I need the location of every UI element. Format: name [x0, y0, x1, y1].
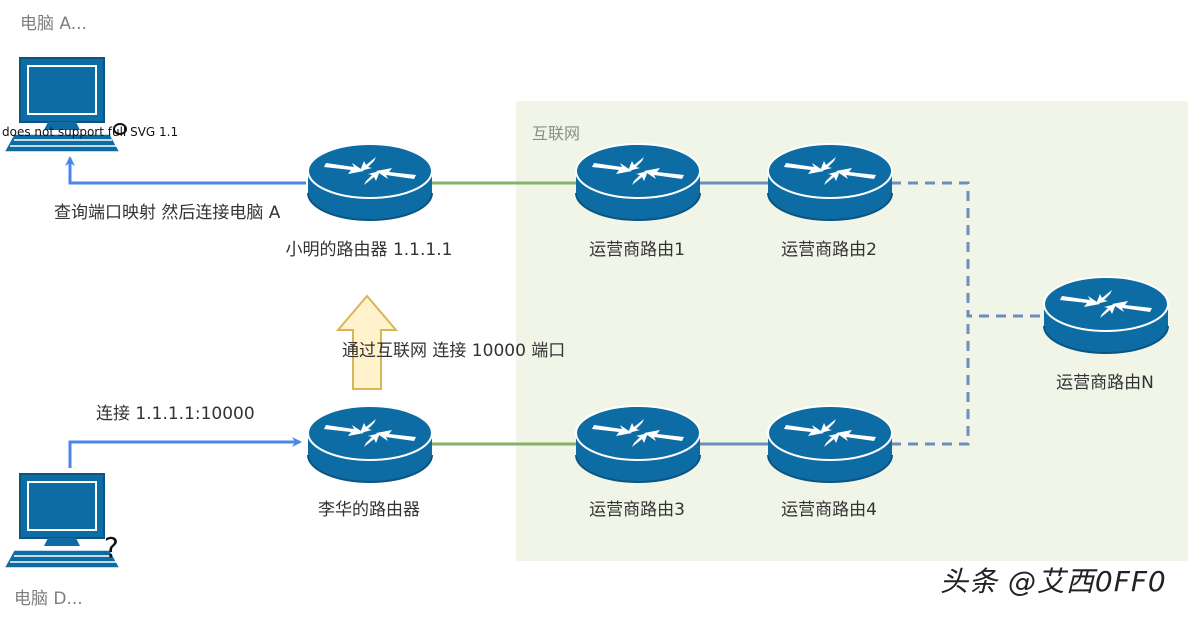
edge-label-query-mapping: 查询端口映射 然后连接电脑 A	[54, 203, 281, 223]
computer-a-badge: does not support full SVG 1.1	[2, 125, 179, 139]
router-ispn-label: 运营商路由N	[1056, 373, 1154, 393]
router-xiaoming-icon	[307, 143, 433, 221]
router-isp4-label: 运营商路由4	[781, 500, 877, 520]
big-up-arrow	[335, 294, 399, 390]
router-isp2-icon	[767, 143, 893, 221]
router-isp1-label: 运营商路由1	[589, 240, 685, 260]
arrow-computer-d-to-router	[68, 437, 302, 468]
link-isp4-ispn	[891, 316, 970, 446]
router-lihua-label: 李华的路由器	[318, 500, 420, 520]
watermark: 头条 @艾西0FF0	[940, 565, 1167, 598]
computer-d-label: 电脑 D...	[14, 589, 83, 609]
edge-label-connect-port: 连接 1.1.1.1:10000	[96, 404, 255, 424]
router-isp2-label: 运营商路由2	[781, 240, 877, 260]
computer-d-icon	[2, 473, 122, 569]
computer-a-icon	[2, 57, 127, 153]
link-isp2-ispn	[891, 181, 1044, 318]
internet-region-label: 互联网	[532, 124, 581, 143]
router-isp4-icon	[767, 405, 893, 483]
computer-a-label: 电脑 A...	[20, 14, 87, 34]
arrow-router-to-computer-a	[65, 156, 306, 185]
router-isp3-label: 运营商路由3	[589, 500, 685, 520]
computer-d-mark: ?	[104, 531, 119, 564]
router-ispn-icon	[1043, 276, 1169, 354]
router-xiaoming-label: 小明的路由器 1.1.1.1	[285, 240, 453, 260]
router-isp1-icon	[575, 143, 701, 221]
links	[432, 181, 1044, 446]
router-lihua-icon	[307, 405, 433, 483]
edge-label-via-internet: 通过互联网 连接 10000 端口	[342, 341, 566, 361]
router-isp3-icon	[575, 405, 701, 483]
